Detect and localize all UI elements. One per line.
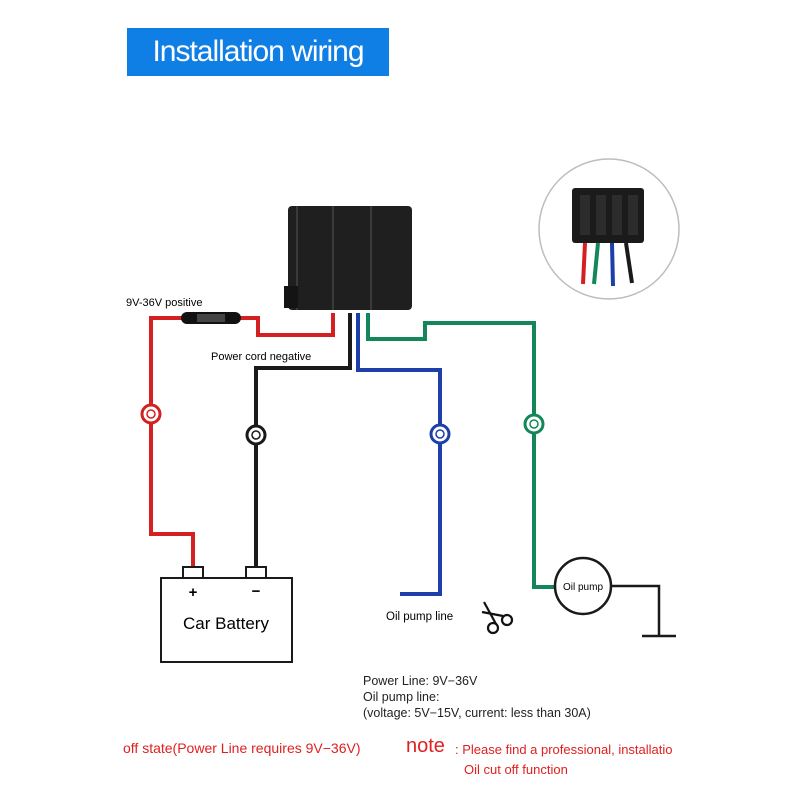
wire-blue-oil-pump-line [356,313,442,596]
spec-info: Power Line: 9V−36V Oil pump line: (volta… [363,673,591,721]
wire-green-oil-pump [366,313,555,589]
ring-terminal-green [523,413,545,435]
oil-pump-line-spec: Oil pump line: [363,690,440,704]
page-title: Installation wiring [152,35,364,68]
note-text: : Please find a professional, installati… [455,742,673,757]
oil-pump: Oil pump [553,556,613,616]
battery-plus-label: + [189,584,198,601]
battery-label: Car Battery [183,614,269,633]
car-battery: + − Car Battery [160,566,293,663]
oil-pump-label: Oil pump [563,582,603,593]
note-word: note [406,735,445,757]
ground-symbol-icon [611,584,676,638]
ring-terminal-blue [429,423,451,445]
connector-inset [538,158,680,300]
wire-black-negative [254,313,352,572]
power-line-spec: Power Line: 9V−36V [363,674,478,688]
oil-pump-line-label: Oil pump line [386,611,453,623]
scissors-icon [481,601,514,635]
voltage-spec: (voltage: 5V−15V, current: less than 30A… [363,706,591,720]
positive-label: 9V-36V positive [126,297,202,309]
ring-terminal-red [140,403,162,425]
note-text-second-line: Oil cut off function [464,762,568,777]
relay-module [284,206,412,310]
title-banner: Installation wiring [127,28,389,76]
wire-red-positive [149,313,335,572]
off-state-text: off state(Power Line requires 9V−36V) [123,740,361,756]
battery-minus-label: − [252,583,261,600]
ring-terminal-black [245,424,267,446]
fuse [181,312,241,324]
negative-label: Power cord negative [211,351,311,363]
